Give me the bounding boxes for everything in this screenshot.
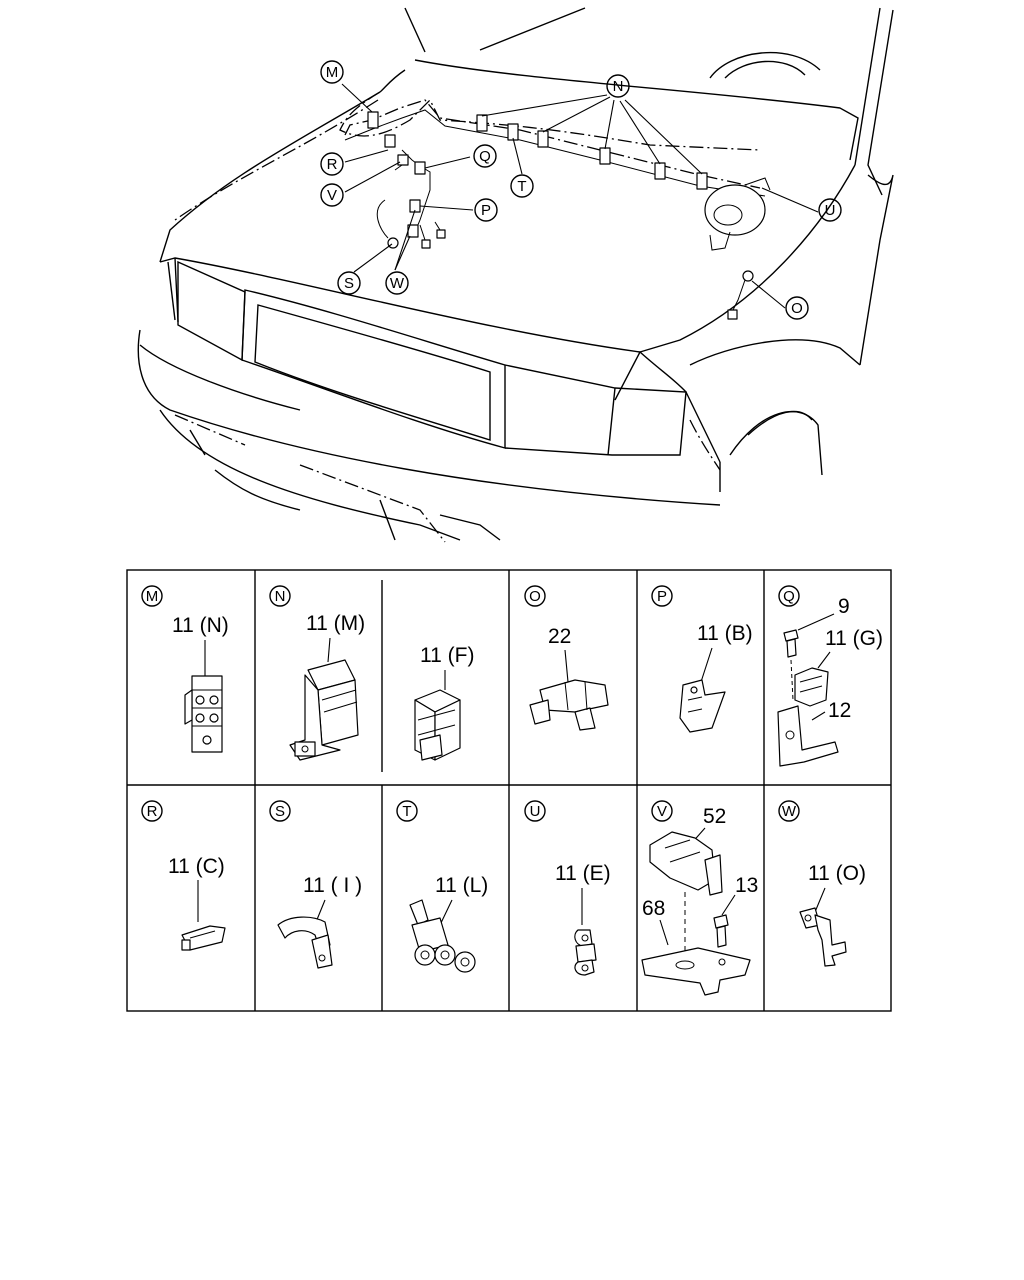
vehicle-overview-drawing bbox=[137, 7, 894, 543]
clip-11i-drawing bbox=[277, 916, 333, 969]
detail-panel-p: P 11 (B) bbox=[651, 585, 753, 733]
svg-text:11 (E): 11 (E) bbox=[555, 862, 611, 885]
bracket-12-drawing bbox=[777, 629, 839, 767]
svg-text:11 ( I ): 11 ( I ) bbox=[303, 874, 362, 897]
detail-panel-v: V 52 13 68 bbox=[641, 800, 758, 996]
svg-text:M: M bbox=[326, 64, 339, 81]
svg-text:11 (F): 11 (F) bbox=[420, 644, 474, 667]
clip-11n-drawing bbox=[184, 675, 223, 753]
detail-panel-s: S 11 ( I ) bbox=[269, 800, 362, 969]
svg-text:12: 12 bbox=[828, 699, 851, 722]
detail-grid bbox=[126, 569, 892, 1012]
detail-panel-o: O 22 bbox=[524, 585, 609, 731]
svg-text:11 (M): 11 (M) bbox=[306, 612, 365, 635]
svg-text:O: O bbox=[791, 300, 803, 317]
detail-panel-n: N 11 (M) 11 (F) bbox=[269, 585, 474, 761]
clip-11f-drawing bbox=[414, 689, 461, 761]
overview-callout-p: P bbox=[474, 198, 498, 222]
svg-text:9: 9 bbox=[838, 595, 850, 618]
overview-callout-r: R bbox=[320, 152, 344, 176]
clip-11m-drawing bbox=[289, 659, 359, 761]
svg-text:S: S bbox=[275, 803, 285, 820]
overview-leader-lines bbox=[341, 83, 819, 309]
detail-panel-r: R 11 (C) bbox=[141, 800, 226, 951]
detail-panel-q: Q 9 11 (G) 12 bbox=[777, 585, 883, 767]
overview-callout-u: U bbox=[818, 198, 842, 222]
overview-callout-w: W bbox=[385, 271, 409, 295]
overview-callout-s: S bbox=[337, 271, 361, 295]
svg-text:68: 68 bbox=[642, 897, 665, 920]
svg-text:V: V bbox=[327, 187, 337, 204]
svg-text:T: T bbox=[517, 178, 526, 195]
svg-text:U: U bbox=[530, 803, 541, 820]
svg-text:M: M bbox=[146, 588, 159, 605]
detail-panel-m: M 11 (N) bbox=[141, 585, 229, 753]
clip-11b-drawing bbox=[679, 679, 726, 733]
svg-text:11 (O): 11 (O) bbox=[808, 862, 866, 885]
overview-callout-m: M bbox=[320, 60, 344, 84]
svg-text:N: N bbox=[275, 588, 286, 605]
svg-text:R: R bbox=[147, 803, 158, 820]
svg-text:U: U bbox=[825, 202, 836, 219]
overview-callout-v: V bbox=[320, 183, 344, 207]
clip-11c-drawing bbox=[181, 925, 226, 951]
svg-text:11 (B): 11 (B) bbox=[697, 622, 753, 645]
clip-22-drawing bbox=[529, 679, 609, 731]
svg-text:11 (L): 11 (L) bbox=[435, 874, 488, 897]
svg-text:V: V bbox=[657, 803, 667, 820]
bracket-68-drawing bbox=[641, 831, 751, 996]
svg-text:13: 13 bbox=[735, 874, 758, 897]
svg-text:W: W bbox=[390, 275, 405, 292]
overview-callout-n: N bbox=[606, 74, 630, 98]
clip-11e-drawing bbox=[574, 929, 597, 976]
clip-11o-drawing bbox=[799, 907, 847, 967]
overview-callout-t: T bbox=[510, 174, 534, 198]
svg-text:R: R bbox=[327, 156, 338, 173]
svg-text:T: T bbox=[402, 803, 411, 820]
svg-text:N: N bbox=[613, 78, 624, 95]
overview-callout-q: Q bbox=[473, 144, 497, 168]
svg-text:11 (G): 11 (G) bbox=[825, 627, 883, 650]
svg-text:P: P bbox=[657, 588, 667, 605]
svg-text:11 (C): 11 (C) bbox=[168, 855, 225, 878]
svg-text:11 (N): 11 (N) bbox=[172, 614, 229, 637]
overview-callout-o: O bbox=[785, 296, 809, 320]
svg-text:52: 52 bbox=[703, 805, 726, 828]
svg-text:W: W bbox=[782, 803, 797, 820]
svg-text:S: S bbox=[344, 275, 354, 292]
detail-panel-w: W 11 (O) bbox=[778, 800, 866, 967]
svg-text:P: P bbox=[481, 202, 491, 219]
svg-text:Q: Q bbox=[783, 588, 795, 605]
svg-text:22: 22 bbox=[548, 625, 571, 648]
svg-text:Q: Q bbox=[479, 148, 491, 165]
detail-panel-u: U 11 (E) bbox=[524, 800, 611, 976]
clip-11l-drawing bbox=[409, 899, 476, 973]
detail-panel-t: T 11 (L) bbox=[396, 800, 488, 973]
svg-text:O: O bbox=[529, 588, 541, 605]
